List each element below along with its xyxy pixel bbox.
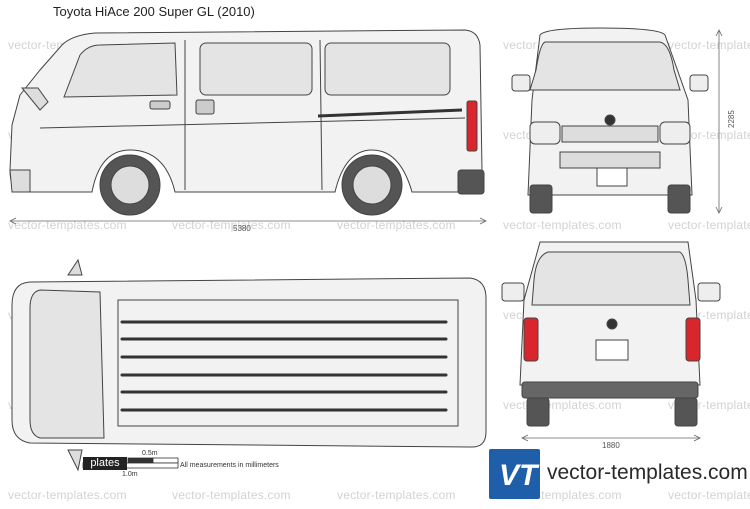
front-view	[511, 27, 709, 214]
rear-view	[501, 241, 721, 427]
side-tail-light	[466, 100, 478, 152]
side-window-2	[324, 42, 451, 96]
length-label: 5380	[233, 224, 251, 233]
height-dimension-line	[715, 29, 723, 214]
top-view	[11, 258, 487, 472]
page-title: Toyota HiAce 200 Super GL (2010)	[53, 4, 255, 19]
plates-label: plates	[83, 457, 127, 470]
brand-logo: VT	[489, 449, 540, 499]
scale-half-label: 0.5m	[142, 450, 158, 457]
side-view	[9, 29, 485, 216]
rear-window	[531, 251, 691, 306]
scale-full-label: 1.0m	[122, 471, 138, 478]
width-dimension-line	[521, 434, 701, 442]
front-windshield	[529, 41, 681, 91]
side-stripe	[317, 108, 463, 118]
rear-tail-light-left	[523, 317, 539, 362]
rear-tail-light-right	[685, 317, 701, 362]
side-windshield	[63, 42, 178, 98]
width-label: 1880	[602, 441, 620, 450]
height-label: 2285	[727, 110, 736, 128]
scale-bar	[82, 457, 179, 469]
side-window-1	[199, 42, 313, 96]
scale-note: All measurements in millimeters	[180, 462, 279, 469]
roof-ribs	[120, 320, 448, 412]
length-dimension-line	[9, 217, 487, 225]
brand-site-text[interactable]: vector-templates.com	[547, 461, 748, 484]
top-windshield	[29, 289, 105, 439]
svg-text:VT: VT	[499, 459, 540, 492]
side-mirror	[20, 87, 49, 111]
